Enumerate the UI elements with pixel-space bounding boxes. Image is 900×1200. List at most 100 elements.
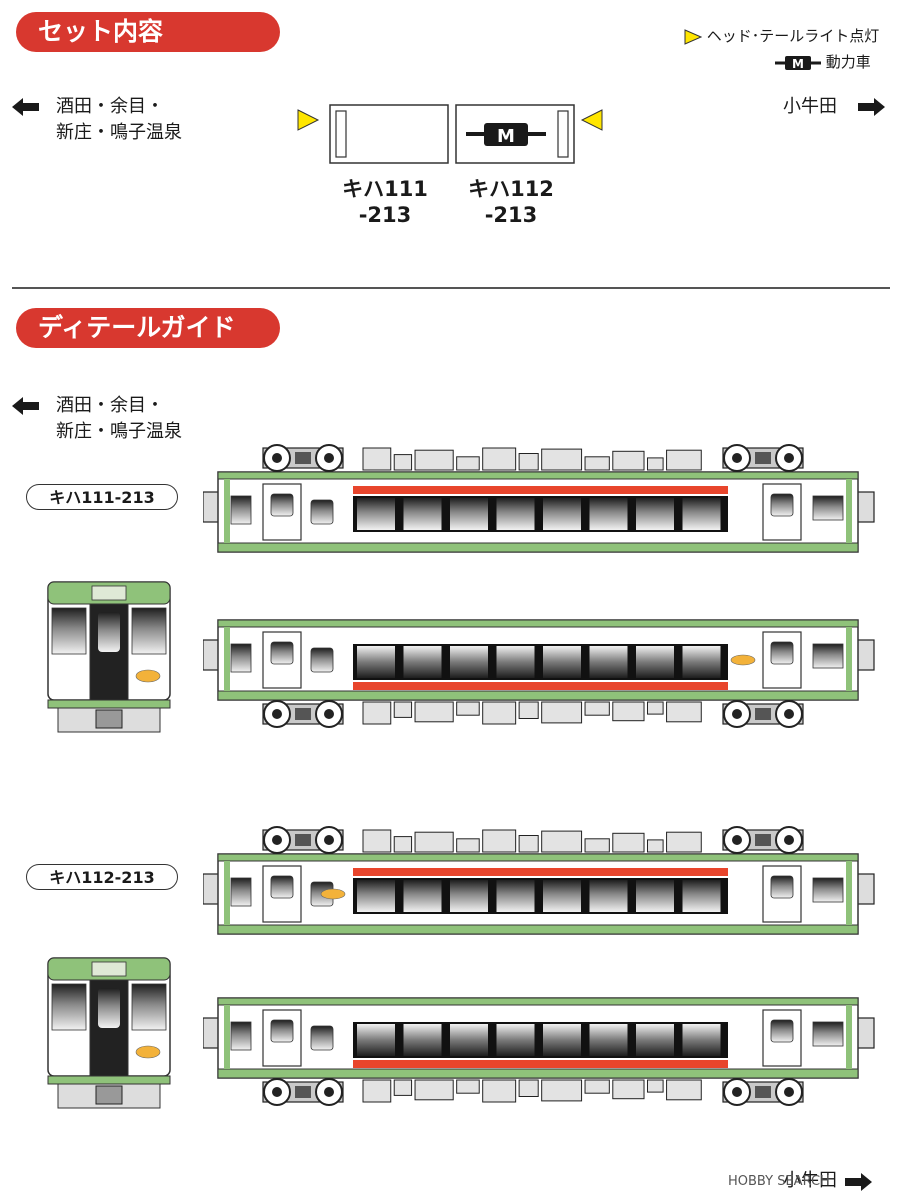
bogie (262, 700, 344, 728)
passenger-window (636, 646, 674, 678)
car-label-kiha111: キハ111 -213 (335, 176, 435, 228)
front-skirt-band (47, 699, 171, 709)
line-logo (730, 654, 756, 666)
toilet-window (310, 1025, 334, 1051)
green-skirt-band (217, 924, 859, 935)
door-window (270, 493, 294, 517)
coupler (203, 1017, 220, 1049)
passenger-window (589, 1024, 628, 1056)
motor-badge-icon: M (775, 55, 821, 71)
front-window-left (51, 607, 87, 655)
front-logo (135, 669, 161, 683)
detail-guide-heading: ディテールガイド (16, 308, 280, 348)
green-skirt-band (217, 1068, 859, 1079)
passenger-window (682, 646, 721, 678)
coupler (203, 491, 220, 523)
cab-window (230, 1021, 252, 1051)
green-end-band (224, 861, 230, 925)
gangway-window (98, 988, 120, 1028)
red-stripe (353, 486, 728, 494)
motor-badge-letter: M (792, 57, 804, 71)
motor-car-badge-letter: M (497, 126, 515, 147)
toilet-window (310, 499, 334, 525)
detail-left-destination-line1: 酒田・余目・ (56, 395, 164, 416)
passenger-window (496, 498, 535, 530)
green-roof-band (217, 997, 859, 1006)
detail-left-destination-line2: 新庄・鳴子温泉 (56, 421, 182, 442)
passenger-window (357, 1024, 395, 1056)
front-logo (135, 1045, 161, 1059)
car-label-kiha112-line2: -213 (484, 203, 538, 227)
watermark-text: HOBBY SEARCH (728, 1174, 830, 1189)
toilet-window (310, 647, 334, 673)
cab-window (230, 877, 252, 907)
cab-window (230, 495, 252, 525)
bogie (722, 444, 804, 472)
passenger-window (357, 498, 395, 530)
red-stripe (353, 682, 728, 690)
formation-diagram: M (297, 104, 603, 164)
legend-headlight: ヘッド･テールライト点灯 (684, 26, 879, 46)
detail-guide-title: ディテールガイド (38, 313, 236, 342)
section-divider (12, 287, 890, 289)
line-logo (320, 888, 346, 900)
red-stripe (353, 1060, 728, 1068)
car-label-kiha112-line1: キハ112 (468, 177, 554, 201)
green-end-band (224, 479, 230, 543)
car-tag-kiha111: キハ111-213 (26, 484, 178, 510)
passenger-window (589, 646, 628, 678)
car-label-kiha111-line2: -213 (358, 203, 412, 227)
front-view-kiha111 (47, 581, 171, 733)
red-stripe (353, 868, 728, 876)
passenger-window (496, 1024, 535, 1056)
passenger-window (543, 646, 581, 678)
passenger-window (496, 880, 535, 912)
gangway-window (98, 612, 120, 652)
green-end-band (846, 627, 852, 691)
passenger-window (543, 1024, 581, 1056)
underfloor-equipment (362, 829, 702, 853)
set-contents-heading: セット内容 (16, 12, 280, 52)
passenger-window (682, 1024, 721, 1056)
coupler (203, 873, 220, 905)
front-view-kiha112 (47, 957, 171, 1109)
motor-car-badge (484, 123, 528, 146)
destination-display (91, 585, 127, 601)
detail-left-arrow-icon (12, 395, 39, 415)
car-label-kiha112: キハ112 -213 (461, 176, 561, 228)
door (762, 483, 802, 541)
right-arrow-icon (858, 96, 885, 116)
left-destination-line1: 酒田・余目・ (56, 96, 164, 117)
passenger-window (357, 646, 395, 678)
green-skirt-band (217, 690, 859, 701)
green-roof-band (217, 471, 859, 480)
green-roof-band (217, 853, 859, 862)
headlight-right-icon (580, 109, 603, 131)
cab-window (230, 643, 252, 673)
detail-left-destination: 酒田・余目・ 新庄・鳴子温泉 (56, 393, 182, 445)
side-view-kiha111-side-a (203, 444, 875, 553)
side-view-kiha112-side-b (203, 997, 875, 1106)
side-view-kiha111-side-b (203, 619, 875, 728)
front-coupler (95, 1085, 123, 1105)
underfloor-equipment (362, 701, 702, 725)
passenger-window (589, 880, 628, 912)
passenger-window (357, 880, 395, 912)
door-window (770, 875, 794, 899)
passenger-window (403, 646, 442, 678)
legend-motor-label: 動力車 (825, 53, 871, 71)
end-window (812, 877, 844, 903)
underfloor-equipment (362, 447, 702, 471)
end-window (812, 1021, 844, 1047)
legend-motor: M 動力車 (775, 52, 871, 72)
legend-headlight-label: ヘッド･テールライト点灯 (706, 27, 880, 45)
coupler (203, 639, 220, 671)
front-skirt-band (47, 1075, 171, 1085)
detail-right-destination: 小牛田 (783, 1168, 837, 1194)
bogie (722, 700, 804, 728)
green-end-band (846, 1005, 852, 1069)
set-contents-title: セット内容 (38, 17, 164, 46)
passenger-window (682, 880, 721, 912)
left-arrow-icon (12, 96, 39, 116)
car-tag-kiha112-label: キハ112-213 (49, 868, 155, 887)
